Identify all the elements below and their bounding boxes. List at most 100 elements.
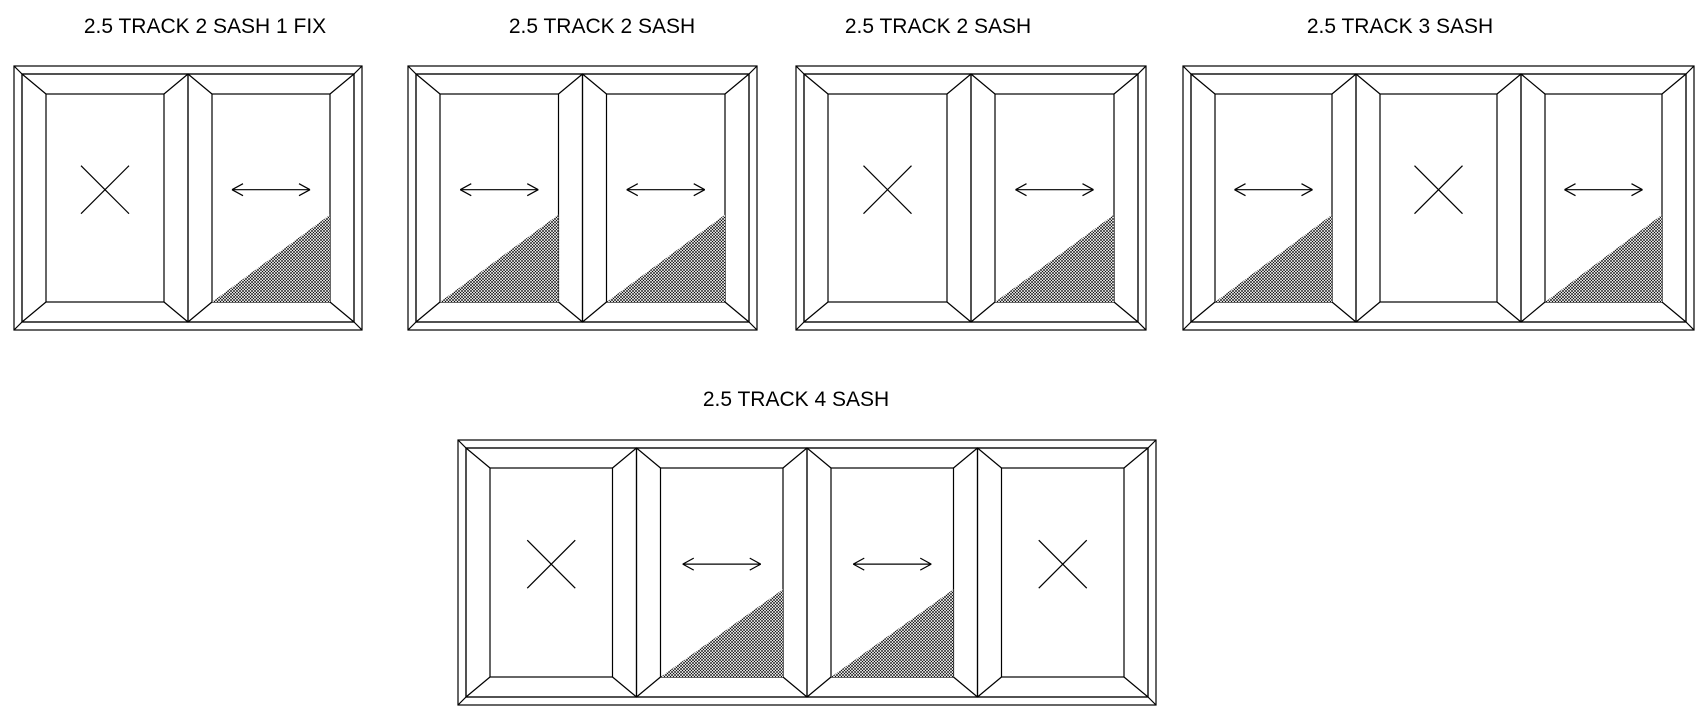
cross-fixed-icon — [80, 165, 130, 215]
diagram-title: 2.5 TRACK 3 SASH — [1307, 15, 1493, 38]
mitre-line — [1496, 73, 1522, 95]
diagram-title: 2.5 TRACK 2 SASH — [845, 15, 1031, 38]
mitre-line — [1496, 301, 1522, 323]
sash-sliding-1 — [1190, 73, 1357, 323]
outer-frame-outer — [13, 65, 363, 331]
arrow-head — [1301, 183, 1313, 191]
mitre-line — [1355, 301, 1381, 323]
mitre-line — [329, 301, 355, 323]
sash — [21, 73, 189, 323]
sash-fixed-4 — [976, 447, 1149, 698]
cross-fixed-icon — [1414, 165, 1463, 215]
sash-fixed-2 — [1355, 73, 1522, 323]
mitre-line — [163, 73, 189, 95]
mitre-line — [187, 301, 213, 323]
mitre-line — [782, 447, 808, 469]
double-arrow-slide-icon — [626, 183, 706, 197]
sash-inner — [45, 93, 165, 303]
sash — [976, 447, 1149, 698]
outer-frame-outer — [407, 65, 758, 331]
mitre-line — [1520, 301, 1546, 323]
sash-outer — [187, 73, 355, 323]
mitre-line — [1520, 73, 1546, 95]
mitre-line — [465, 676, 491, 698]
mitre-line — [724, 73, 750, 95]
sash-outer — [976, 447, 1149, 698]
arrow-head — [231, 189, 244, 197]
arrow-head — [231, 183, 244, 191]
mitre-line — [353, 321, 363, 331]
mitre-line — [407, 321, 417, 331]
cross-stroke — [80, 165, 130, 215]
window-frame — [795, 65, 1147, 331]
diagram-2-track-2-sash: 2.5 TRACK 2 SASH — [407, 15, 758, 331]
cross-stroke — [1414, 165, 1463, 215]
mitre-line — [1685, 65, 1695, 75]
mitre-line — [457, 439, 467, 449]
sash-inner — [489, 467, 614, 678]
mitre-line — [407, 65, 417, 75]
mitre-line — [415, 73, 441, 95]
mitre-line — [13, 65, 23, 75]
mesh-screen-hatch — [440, 214, 559, 302]
sash-inner — [827, 93, 948, 303]
sash-fixed-1 — [21, 73, 189, 323]
mitre-line — [1661, 73, 1687, 95]
arrow-head — [1301, 189, 1313, 197]
diagram-2-track-2-sash-1-fix: 2.5 TRACK 2 SASH 1 FIX — [13, 15, 363, 331]
mitre-line — [582, 301, 607, 323]
mitre-line — [415, 301, 441, 323]
mesh-screen-hatch — [660, 589, 783, 677]
mitre-line — [970, 301, 996, 323]
sash — [1355, 73, 1522, 323]
mitre-line — [1190, 301, 1216, 323]
mitre-line — [582, 73, 607, 95]
mitre-line — [1331, 73, 1357, 95]
arrow-head — [1015, 189, 1027, 197]
diagram-title: 2.5 TRACK 2 SASH 1 FIX — [84, 15, 326, 38]
double-arrow-slide-icon — [231, 183, 311, 197]
mitre-line — [612, 676, 637, 698]
arrow-head — [298, 183, 311, 191]
sash-inner — [1000, 467, 1125, 678]
sash-outer — [1520, 73, 1687, 323]
mitre-line — [21, 301, 47, 323]
sash-sliding-3 — [806, 447, 979, 698]
diagram-2-track-4-sash: 2.5 TRACK 4 SASH — [457, 388, 1157, 706]
mitre-line — [1147, 439, 1157, 449]
mitre-line — [558, 301, 583, 323]
outer-frame-outer — [795, 65, 1147, 331]
arrow-head — [852, 563, 865, 571]
mitre-line — [329, 73, 355, 95]
mitre-line — [612, 447, 637, 469]
window-frame — [457, 439, 1157, 706]
mitre-line — [353, 65, 363, 75]
cross-stroke — [526, 539, 576, 589]
arrow-head — [693, 189, 706, 197]
window-frame — [1182, 65, 1695, 331]
double-arrow-slide-icon — [1015, 183, 1094, 197]
cross-stroke — [1038, 539, 1088, 589]
sash-sliding-3 — [1520, 73, 1687, 323]
mitre-line — [953, 676, 978, 698]
mesh-screen-hatch — [606, 214, 725, 302]
cross-fixed-icon — [1038, 539, 1088, 589]
mesh-screen-hatch — [1545, 214, 1662, 302]
mesh-screen-hatch — [1215, 214, 1332, 302]
arrow-head — [682, 557, 695, 565]
arrow-head — [852, 557, 865, 565]
outer-frame-outer — [1182, 65, 1695, 331]
diagram-2-track-3-sash: 2.5 TRACK 3 SASH — [1182, 15, 1695, 331]
mitre-line — [806, 447, 832, 469]
mitre-line — [1147, 696, 1157, 706]
arrow-head — [1015, 183, 1027, 191]
arrow-head — [626, 189, 639, 197]
arrow-head — [298, 189, 311, 197]
mitre-line — [1113, 301, 1139, 323]
sash-fixed-1 — [465, 447, 638, 698]
mitre-line — [970, 73, 996, 95]
mesh-screen-hatch — [995, 214, 1114, 302]
mitre-line — [946, 301, 972, 323]
cross-fixed-icon — [863, 165, 912, 215]
